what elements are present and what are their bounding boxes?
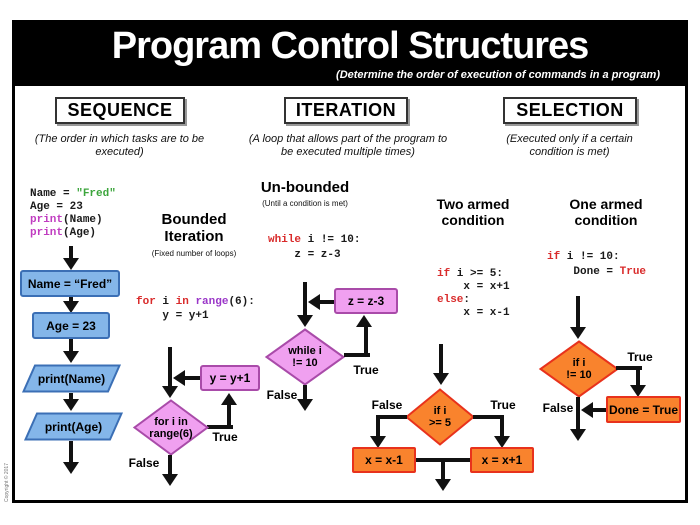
bounded-iteration-heading: Bounded Iteration [161, 211, 227, 245]
arrow-head-left [581, 402, 593, 418]
flow-arrow-line [303, 385, 307, 400]
false-branch-label: False [371, 398, 403, 412]
false-branch-label: False [128, 456, 160, 470]
branch-box-x-minus: x = x-1 [352, 447, 416, 473]
diamond-shape [538, 340, 620, 398]
bounded-iteration-code: for i in range(6): y = y+1 [136, 296, 255, 322]
flow-arrow-line [576, 397, 580, 430]
flow-arrow-line [320, 300, 334, 304]
flow-arrow-line [576, 296, 580, 328]
arrow-head-down [63, 301, 79, 313]
arrow-head-left [308, 294, 320, 310]
arrow-head-up [356, 315, 372, 327]
loop-body-box-z: z = z-3 [334, 288, 398, 314]
one-armed-code: if i != 10: Done = True [547, 251, 647, 278]
copyright-text: Copyright © 2017 [4, 463, 10, 502]
io-box-print-age: print(Age) [23, 412, 124, 441]
flow-arrow-line [185, 376, 200, 380]
flow-arrow-line [69, 297, 73, 303]
section-header-sequence: SEQUENCE [55, 97, 185, 124]
flow-connector-line [364, 326, 368, 357]
arrow-head-down [494, 436, 510, 448]
flow-arrow-line [69, 339, 73, 352]
flow-connector-line [376, 415, 380, 439]
arrow-head-down [162, 474, 178, 486]
arrow-head-down [162, 386, 178, 398]
sequence-description: (The order in which tasks are to be exec… [34, 133, 205, 158]
process-box-name: Name = “Fred” [20, 270, 120, 297]
section-header-selection: SELECTION [503, 97, 637, 124]
decision-diamond-while: while i!= 10 [264, 328, 346, 386]
unbounded-heading: Un-bounded [260, 179, 350, 196]
true-branch-label: True [212, 430, 238, 444]
flow-connector-line [376, 415, 407, 419]
arrow-head-down [63, 399, 79, 411]
arrow-head-down [570, 327, 586, 339]
arrow-head-up [221, 393, 237, 405]
arrow-head-down [63, 462, 79, 474]
arrow-head-down [570, 429, 586, 441]
flow-connector-line [473, 415, 504, 419]
flow-connector-line [227, 404, 231, 429]
flow-arrow-line [593, 408, 606, 412]
true-branch-label: True [627, 350, 653, 364]
poster-subtitle: (Determine the order of execution of com… [336, 69, 660, 81]
flow-connector-line [616, 366, 642, 370]
arrow-head-down [63, 351, 79, 363]
unbounded-subheading: (Until a condition is met) [262, 199, 348, 208]
flow-arrow-line [168, 455, 172, 475]
flow-arrow-line [168, 347, 172, 387]
flow-connector-line [207, 425, 233, 429]
flow-arrow-line [303, 282, 307, 316]
poster-title: Program Control Structures [111, 25, 590, 67]
arrow-head-down [630, 385, 646, 397]
loop-body-box-y: y = y+1 [200, 365, 260, 391]
diamond-shape [264, 328, 346, 386]
flow-arrow-line [439, 344, 443, 374]
parallelogram-shape [23, 412, 124, 441]
flow-connector-line [344, 353, 370, 357]
arrow-head-left [173, 370, 185, 386]
arrow-head-down [370, 436, 386, 448]
diamond-shape [404, 388, 476, 446]
arrow-head-down [63, 258, 79, 270]
flow-arrow-line [69, 246, 73, 260]
arrow-head-down [297, 399, 313, 411]
arrow-head-down [297, 315, 313, 327]
flow-connector-line [636, 366, 640, 387]
false-branch-label: False [542, 401, 574, 415]
decision-diamond-if-ne10: if i!= 10 [538, 340, 620, 398]
branch-box-x-plus: x = x+1 [470, 447, 534, 473]
flow-arrow-line [69, 441, 73, 463]
two-armed-heading: Two armed condition [436, 196, 510, 228]
process-box-age: Age = 23 [32, 312, 110, 339]
io-box-print-name: print(Name) [21, 364, 122, 393]
unbounded-code: while i != 10: z = z-3 [268, 234, 361, 261]
flow-arrow-line [441, 458, 445, 480]
bounded-iteration-subheading: (Fixed number of loops) [151, 249, 237, 258]
false-branch-label: False [266, 388, 298, 402]
true-branch-label: True [353, 363, 379, 377]
arrow-head-down [433, 373, 449, 385]
decision-diamond-if-ge5: if i>= 5 [404, 388, 476, 446]
diamond-shape [132, 399, 210, 456]
flow-arrow-line [69, 393, 73, 400]
branch-box-done: Done = True [606, 396, 681, 423]
arrow-head-down [435, 479, 451, 491]
iteration-description: (A loop that allows part of the program … [248, 133, 448, 158]
true-branch-label: True [490, 398, 516, 412]
section-header-iteration: ITERATION [284, 97, 408, 124]
selection-description: (Executed only if a certain condition is… [506, 133, 633, 158]
one-armed-heading: One armed condition [569, 196, 643, 228]
flow-connector-line [500, 415, 504, 439]
parallelogram-shape [21, 364, 122, 393]
title-banner: Program Control Structures (Determine th… [12, 20, 688, 86]
